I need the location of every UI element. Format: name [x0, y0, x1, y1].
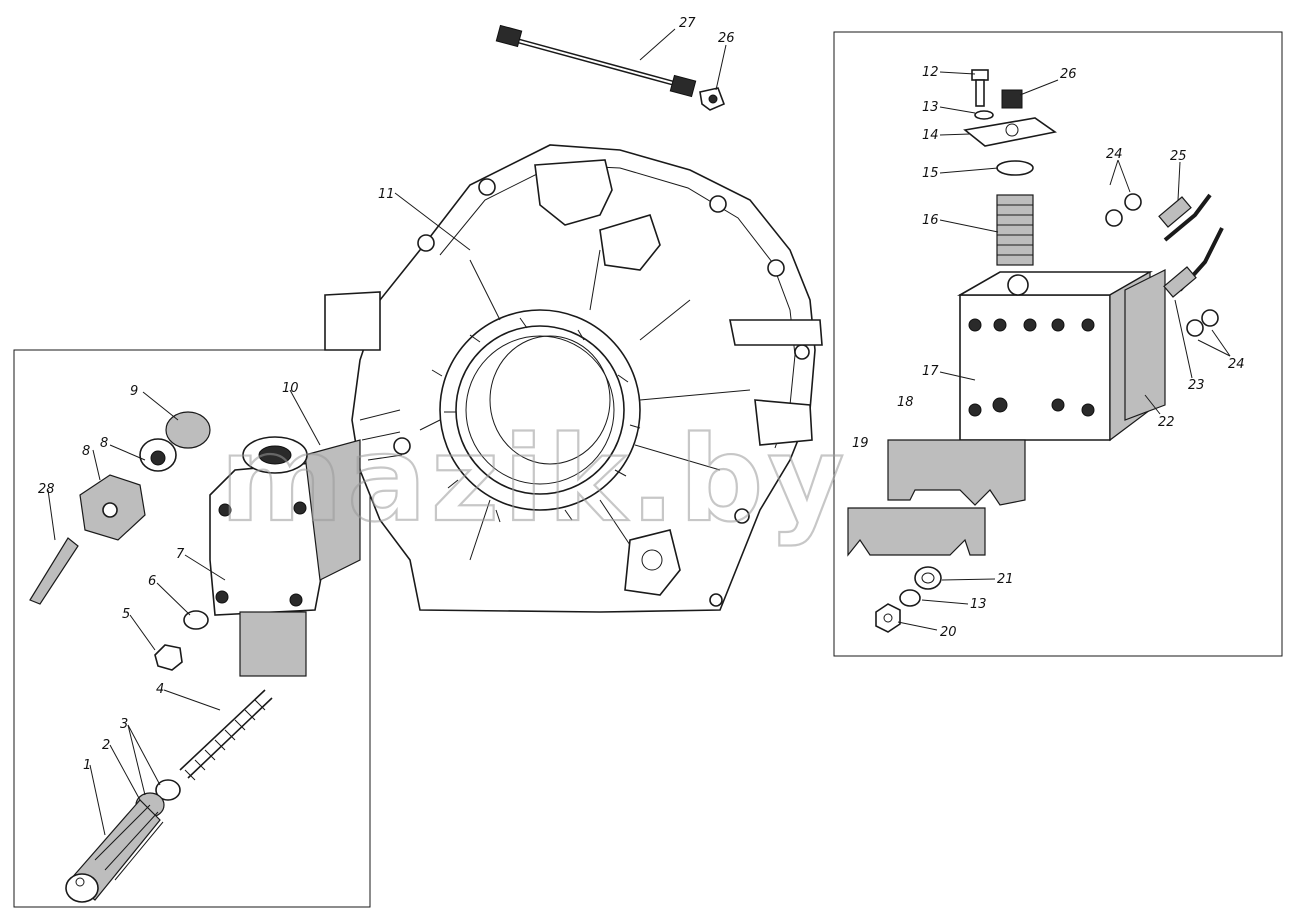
callout-27: 27 — [679, 16, 696, 31]
callout-28: 28 — [38, 482, 55, 497]
right-inset-frame — [833, 31, 1283, 657]
callout-15: 15 — [922, 166, 939, 181]
callout-14: 14 — [922, 128, 939, 143]
callout-25: 25 — [1170, 149, 1187, 164]
callout-26-right: 26 — [1060, 67, 1077, 82]
callout-12: 12 — [922, 65, 939, 80]
callout-8-a: 8 — [100, 436, 108, 451]
callout-22: 22 — [1158, 415, 1175, 430]
callout-8-b: 8 — [82, 444, 90, 459]
callout-7: 7 — [176, 547, 185, 562]
callout-3: 3 — [120, 717, 128, 732]
watermark: mazik.by — [220, 410, 848, 548]
callout-10: 10 — [282, 381, 299, 396]
callout-21: 21 — [997, 572, 1014, 587]
callout-1: 1 — [83, 758, 91, 773]
callout-20: 20 — [940, 625, 957, 640]
callout-13-right: 13 — [922, 100, 939, 115]
callout-6: 6 — [148, 574, 156, 589]
bearing-bore-inner — [455, 325, 625, 495]
callout-18: 18 — [897, 395, 914, 410]
callout-13-bottom: 13 — [970, 597, 987, 612]
callout-16: 16 — [922, 213, 939, 228]
callout-2: 2 — [102, 738, 110, 753]
callout-5: 5 — [122, 607, 130, 622]
callout-4: 4 — [156, 682, 164, 697]
oil-pipe-27 — [495, 24, 697, 98]
bearing-bore-outer — [439, 309, 641, 511]
callout-23: 23 — [1188, 378, 1205, 393]
callout-24-b: 24 — [1228, 357, 1245, 372]
callout-9: 9 — [130, 384, 138, 399]
callout-26-top: 26 — [718, 31, 735, 46]
valve-block-assembly — [847, 69, 1224, 633]
leader-lines — [47, 28, 1231, 836]
callout-17: 17 — [922, 364, 939, 379]
callout-24-a: 24 — [1106, 147, 1123, 162]
fitting-26 — [699, 87, 726, 111]
callout-labels: 27 26 11 12 26 13 14 15 16 24 25 17 24 2… — [38, 16, 1245, 773]
callout-19: 19 — [852, 436, 869, 451]
regulator-valve-assembly — [29, 411, 361, 903]
left-inset-frame — [13, 349, 371, 908]
callout-11: 11 — [378, 187, 395, 202]
